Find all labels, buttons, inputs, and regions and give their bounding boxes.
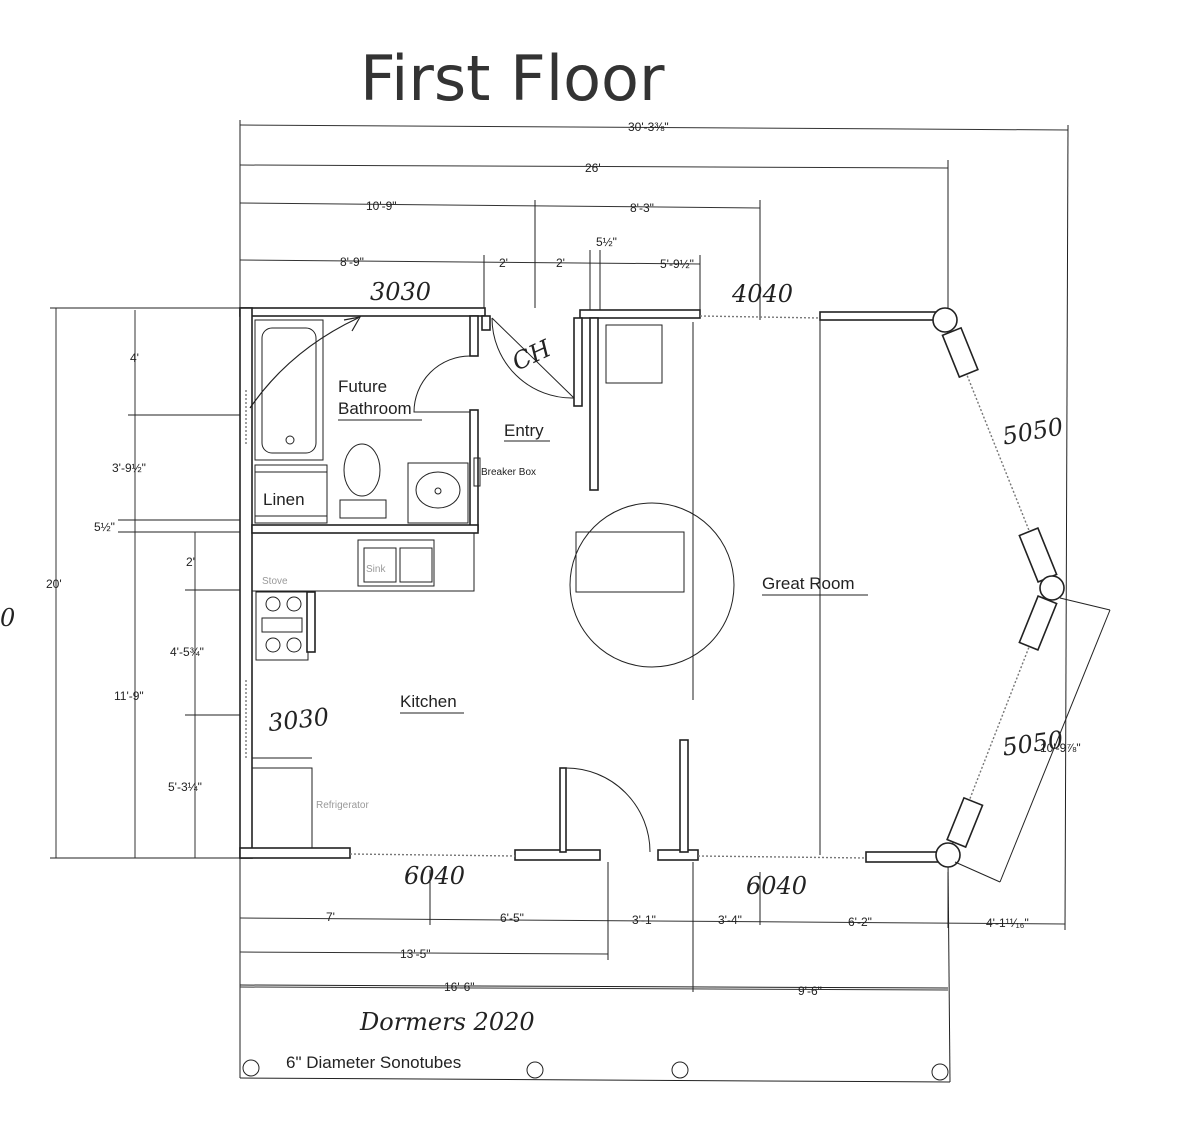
exterior-walls [239,307,951,1083]
label-stove: Stove [262,576,288,587]
dim-26: 26' [585,161,601,175]
label-great-room: Great Room [762,574,855,593]
sonotubes-note: 6" Diameter Sonotubes [286,1053,461,1072]
label-refrigerator: Refrigerator [316,800,369,811]
left-dimensions: 4' 3'-9½" 5½" 2' 20' 4'-5¾" 11'-9" 5'-3¼… [0,307,250,859]
dim-6-2: 6'-2" [848,915,872,929]
label-future: Future [338,377,387,396]
dim-4-1: 4'-1¹¹⁄₁₆" [986,916,1029,930]
window-label-5050-upper: 5050 [1000,412,1065,450]
window-label-3030-kitchen: 3030 [267,703,331,737]
dim-3-4: 3'-4" [718,913,742,927]
top-dimensions: 30'-3⅜" 26' 10'-9" 8'-3" 5½" 8'-9" 2' 2'… [239,120,1069,931]
bay-window: 10'-9⅞" [932,307,1111,883]
label-breaker-box: Breaker Box [481,467,536,478]
dim-5-half: 5½" [596,235,617,249]
room-labels: Future Bathroom Entry Breaker Box Linen … [262,377,868,811]
dim-8-9: 8'-9" [340,255,364,269]
dim-3-1: 3'-1" [632,913,656,927]
dim-4-5: 4'-5¾" [170,645,204,659]
label-linen: Linen [263,490,305,509]
label-entry: Entry [504,421,544,440]
dim-11-9: 11'-9" [114,689,144,703]
door-label-6040-right: 6040 [746,872,807,900]
window-label-4040: 4040 [731,280,793,308]
dim-left-2: 2' [186,555,195,569]
dim-2-b: 2' [556,256,565,270]
dim-bay: 10'-9⅞" [1040,741,1081,755]
dim-5-9: 5'-9½" [660,257,694,271]
label-sink: Sink [366,564,386,575]
dim-4: 4' [130,351,139,365]
handwritten-left-edge: 0 [0,604,15,632]
bottom-dimensions: 7' 6'-5" 3'-1" 3'-4" 6'-2" 4'-1¹¹⁄₁₆" 13… [239,862,1066,998]
dim-16-6: 16'-6" [444,980,475,994]
dim-9-6: 9'-6" [798,984,822,998]
dim-6-5: 6'-5" [500,911,524,925]
label-bathroom: Bathroom [338,399,412,418]
dim-20: 20' [46,577,62,591]
sonotubes: 6" Diameter Sonotubes [242,1053,949,1081]
dim-10-9: 10'-9" [366,199,397,213]
dim-overall-width: 30'-3⅜" [628,120,669,134]
dim-13-5: 13'-5" [400,947,431,961]
dim-8-3: 8'-3" [630,201,654,215]
dim-7: 7' [326,910,335,924]
dim-2-a: 2' [499,256,508,270]
dim-5-3: 5'-3¼" [168,780,202,794]
dormers-label: Dormers 2020 [359,1008,535,1036]
door-label-6040-left: 6040 [404,862,465,890]
interior [249,315,735,853]
dim-3-9: 3'-9½" [112,461,146,475]
label-kitchen: Kitchen [400,692,457,711]
window-label-3030-top: 3030 [370,278,431,306]
dim-left-5-half: 5½" [94,520,115,534]
window-label-5050-lower: 5050 [1001,726,1065,762]
page-title: First Floor [360,42,665,115]
handwritten-notes: 3030 4040 CH 5050 5050 3030 6040 6040 Do… [267,278,1066,1036]
